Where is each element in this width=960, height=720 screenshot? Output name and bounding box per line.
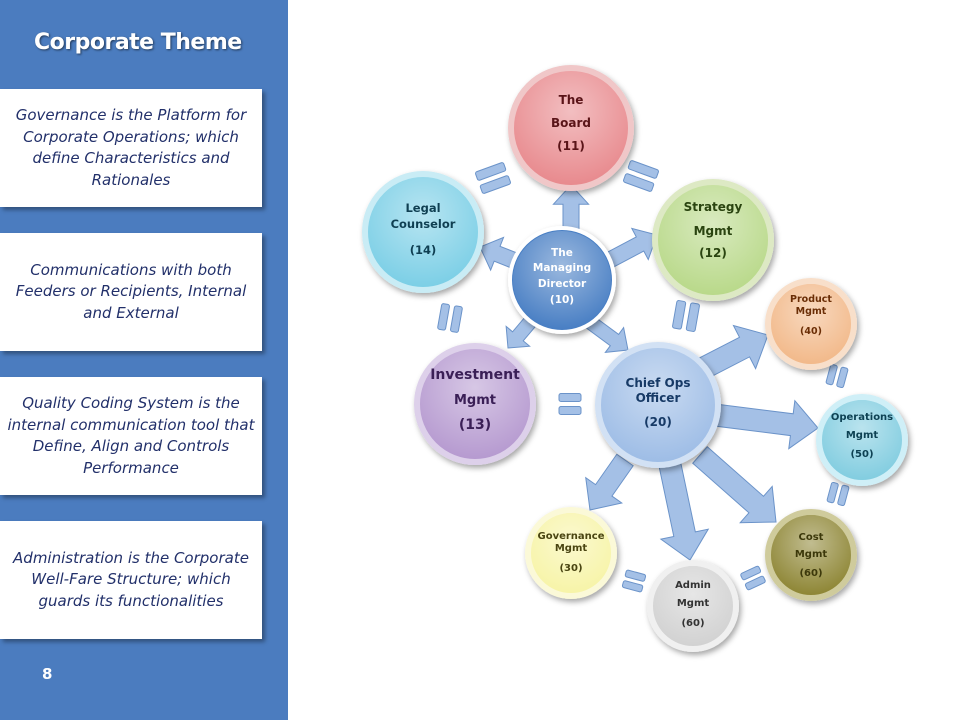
node-product-label-2: (40) bbox=[800, 326, 822, 337]
arrow-to-investment bbox=[505, 316, 537, 349]
equal-investment-coo bbox=[558, 393, 582, 415]
equal-product-operations bbox=[825, 363, 849, 389]
equal-strategy-coo bbox=[672, 300, 700, 332]
node-cost-label-2: (60) bbox=[799, 568, 822, 579]
node-director-label-2: Director bbox=[538, 278, 587, 290]
theme-card-quality-coding: Quality Coding System is the internal co… bbox=[0, 377, 262, 495]
node-legal-label-1: Counselor bbox=[391, 217, 456, 231]
node-strategy-label-2: (12) bbox=[699, 246, 727, 260]
node-board-label-1: Board bbox=[551, 116, 591, 130]
node-director-label-3: (10) bbox=[550, 294, 574, 306]
equal-legal-investment bbox=[437, 303, 463, 333]
node-strategy-label-1: Mgmt bbox=[694, 224, 733, 238]
node-governance-label-0: Governance bbox=[537, 531, 604, 542]
equal-cost-admin bbox=[740, 565, 766, 591]
node-director-label-0: The bbox=[551, 247, 573, 259]
theme-card-governance: Governance is the Platform for Corporate… bbox=[0, 89, 262, 207]
node-investment-label-2: (13) bbox=[459, 417, 491, 433]
node-board-label-2: (11) bbox=[557, 139, 585, 153]
arrow-to-coo bbox=[585, 315, 629, 354]
arrow-coo-to-operations bbox=[713, 399, 819, 450]
theme-card-communications: Communications with both Feeders or Reci… bbox=[0, 233, 262, 351]
node-legal-label-2: (14) bbox=[410, 243, 437, 257]
node-operations-label-2: (50) bbox=[850, 449, 873, 460]
equal-board-strategy bbox=[623, 160, 659, 192]
theme-card-administration: Administration is the Corporate Well-Far… bbox=[0, 521, 262, 639]
node-admin-label-0: Admin bbox=[675, 580, 711, 591]
equal-admin-governance bbox=[621, 569, 647, 593]
arrow-coo-to-admin bbox=[658, 462, 710, 561]
node-product-label-0: Product bbox=[790, 294, 832, 305]
node-product-label-1: Mgmt bbox=[796, 306, 827, 317]
node-coo-label-1: Officer bbox=[636, 391, 681, 405]
diagram-nodes: TheBoard(11)StrategyMgmt(12)LegalCounsel… bbox=[362, 65, 908, 652]
node-director-label-1: Managing bbox=[533, 262, 591, 274]
node-operations-label-0: Operations bbox=[831, 412, 893, 423]
equal-sign-connectors bbox=[437, 160, 850, 593]
node-board-label-0: The bbox=[559, 93, 584, 107]
equal-board-legal bbox=[475, 162, 511, 194]
page-number: 8 bbox=[42, 665, 53, 683]
node-operations-label-1: Mgmt bbox=[846, 430, 879, 441]
node-strategy-label-0: Strategy bbox=[684, 200, 743, 214]
node-admin-label-2: (60) bbox=[681, 618, 704, 629]
node-investment-label-1: Mgmt bbox=[454, 393, 496, 408]
arrow-coo-to-cost bbox=[692, 446, 777, 524]
node-investment-label-0: Investment bbox=[430, 367, 520, 383]
arrow-coo-to-governance bbox=[585, 453, 634, 511]
sidebar: Corporate Theme Governance is the Platfo… bbox=[0, 0, 288, 720]
node-cost-label-0: Cost bbox=[799, 532, 824, 543]
connector-arrows bbox=[479, 184, 819, 561]
node-governance-label-2: (30) bbox=[559, 563, 582, 574]
equal-operations-cost bbox=[826, 481, 850, 507]
org-diagram: TheBoard(11)StrategyMgmt(12)LegalCounsel… bbox=[362, 65, 908, 652]
sidebar-title: Corporate Theme bbox=[34, 30, 242, 55]
node-cost-label-1: Mgmt bbox=[795, 549, 828, 560]
node-governance-label-1: Mgmt bbox=[555, 543, 588, 554]
node-coo-label-2: (20) bbox=[644, 415, 672, 429]
node-coo-label-0: Chief Ops bbox=[626, 376, 691, 390]
node-legal-label-0: Legal bbox=[405, 201, 440, 215]
node-admin-label-1: Mgmt bbox=[677, 598, 710, 609]
